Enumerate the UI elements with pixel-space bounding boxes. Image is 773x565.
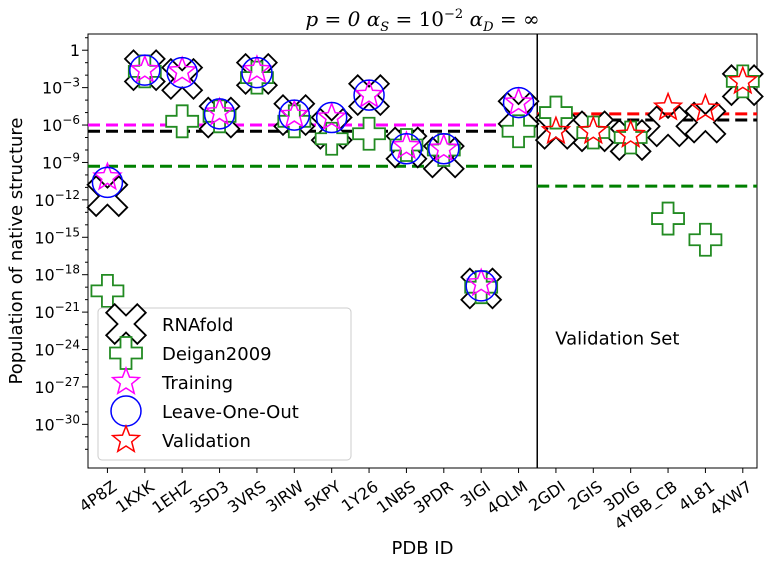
- x-tick-label: 3PDR: [410, 477, 456, 517]
- plot-frame: [87, 33, 758, 469]
- data-point: [391, 130, 422, 160]
- y-tick-label: 10−12: [34, 188, 80, 210]
- data-point: [613, 120, 648, 155]
- x-tick-label: 1Y26: [338, 477, 382, 516]
- data-point: [503, 86, 534, 116]
- chart-title: p = 0 αS = 10−2 αD = ∞: [305, 7, 539, 35]
- x-axis-label: PDB ID: [392, 538, 454, 559]
- y-tick-label: 10−18: [34, 263, 80, 285]
- data-point: [652, 91, 684, 121]
- data-point: [690, 92, 721, 122]
- data-point: [352, 116, 386, 151]
- legend-marker: [104, 302, 148, 346]
- data-point: [502, 86, 535, 119]
- y-tick-label: 10−3: [42, 76, 80, 98]
- data-point: [91, 166, 124, 199]
- data-point: [202, 99, 237, 134]
- legend-marker: [110, 365, 142, 396]
- data-point: [203, 98, 236, 130]
- data-point: [539, 95, 573, 130]
- x-tick-label: 1EHZ: [149, 477, 195, 517]
- data-point: [727, 65, 759, 95]
- data-point: [390, 132, 423, 165]
- data-point: [725, 64, 760, 99]
- data-point: [90, 274, 125, 308]
- data-point: [241, 56, 273, 89]
- data-point: [204, 96, 235, 126]
- data-point: [315, 101, 348, 134]
- legend-label: Validation: [162, 431, 251, 452]
- validation-set-annotation: Validation Set: [555, 329, 679, 350]
- legend-label: Training: [161, 373, 233, 394]
- y-tick-label: 10−27: [34, 375, 80, 397]
- y-tick-label: 10−6: [42, 113, 80, 135]
- x-tick-label: 1NBS: [373, 477, 419, 517]
- legend-label: Deigan2009: [162, 344, 272, 365]
- x-tick-label: 3VRS: [224, 477, 270, 517]
- x-tick-label: 2GDI: [525, 477, 568, 515]
- legend-label: Leave-One-Out: [162, 402, 299, 423]
- data-point: [316, 101, 347, 131]
- data-point: [166, 56, 198, 89]
- data-point: [428, 132, 460, 162]
- data-point: [92, 161, 123, 191]
- data-point: [428, 132, 460, 165]
- data-point: [389, 128, 424, 162]
- data-point: [615, 118, 646, 149]
- series-rnafold: [86, 49, 764, 310]
- x-tick-label: 4XW7: [706, 477, 756, 520]
- series-validation: [540, 65, 759, 149]
- data-point: [646, 105, 690, 148]
- data-point: [278, 99, 311, 131]
- data-point: [651, 201, 685, 236]
- legend-marker: [110, 423, 142, 454]
- data-point: [165, 104, 200, 139]
- data-point: [684, 101, 727, 144]
- data-point: [241, 54, 273, 84]
- data-point: [688, 222, 723, 257]
- x-tick-label: 5KPY: [301, 477, 345, 515]
- x-tick-label: 4QLM: [483, 477, 531, 519]
- legend-box: [97, 307, 352, 461]
- data-point: [465, 267, 497, 297]
- data-point: [353, 79, 385, 109]
- x-tick-label: 3IRW: [262, 477, 307, 516]
- x-tick-label: 1KXK: [112, 477, 158, 517]
- y-tick-label: 10−21: [34, 300, 80, 322]
- data-point: [166, 55, 198, 85]
- data-point: [464, 270, 499, 305]
- x-tick-label: 2GIS: [564, 477, 606, 514]
- legend-label: RNAfold: [162, 315, 233, 336]
- data-point: [353, 79, 385, 111]
- y-tick-label: 10−30: [34, 412, 80, 434]
- series-training: [92, 54, 534, 297]
- data-point: [465, 270, 497, 302]
- y-axis-label: Population of native structure: [6, 118, 27, 385]
- legend: RNAfoldDeigan2009TrainingLeave-One-OutVa…: [97, 302, 352, 461]
- y-tick-label: 1: [70, 41, 80, 60]
- series-leave-one-out: [91, 54, 535, 302]
- data-point: [540, 115, 572, 145]
- legend-marker: [109, 336, 143, 370]
- data-point: [501, 114, 536, 149]
- data-point: [578, 115, 609, 145]
- data-point: [279, 98, 310, 129]
- y-tick-label: 10−24: [34, 338, 80, 360]
- x-tick-label: 4P8Z: [76, 477, 120, 516]
- x-tick-label: 3SD3: [186, 477, 232, 517]
- data-point: [86, 175, 129, 218]
- y-tick-label: 10−15: [34, 225, 80, 247]
- y-tick-label: 10−9: [42, 150, 80, 172]
- data-point: [129, 54, 161, 84]
- data-point: [129, 54, 161, 86]
- data-point: [314, 121, 349, 156]
